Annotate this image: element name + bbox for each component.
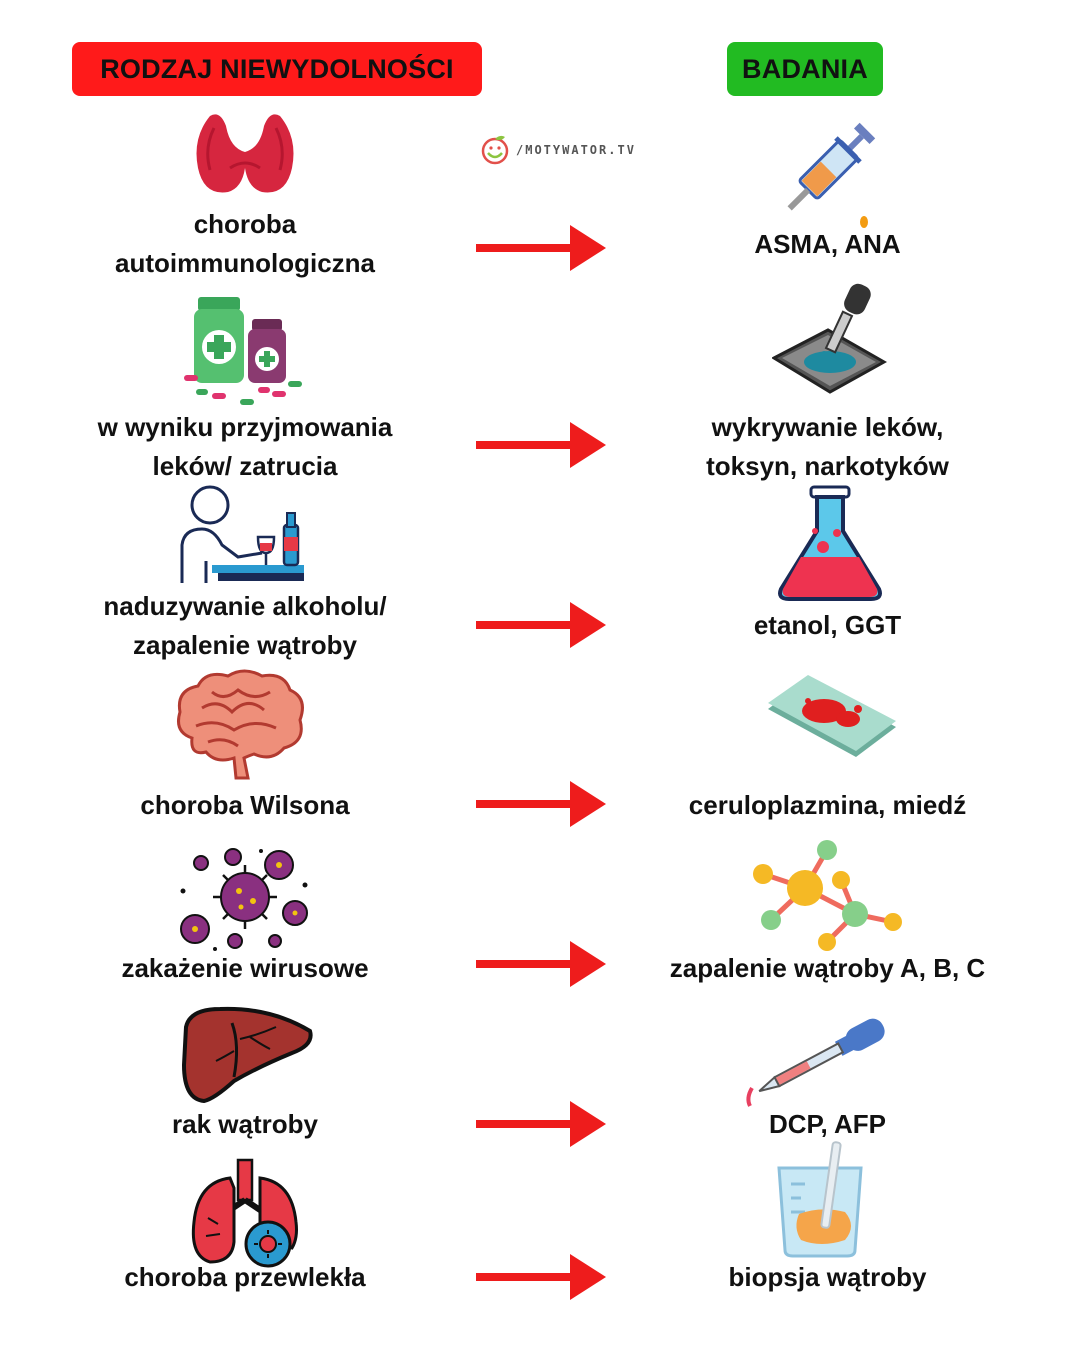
test-label-7: biopsja wątroby bbox=[728, 1262, 927, 1292]
thyroid-icon bbox=[196, 114, 294, 193]
test-label-5: zapalenie wątroby A, B, C bbox=[669, 953, 986, 983]
molecule-icon bbox=[753, 840, 902, 951]
test-label-4: ceruloplazmina, miedź bbox=[688, 790, 967, 820]
motywator-logo: /MOTYWATOR.TV bbox=[478, 133, 653, 167]
type-label-5: zakażenie wirusowe bbox=[121, 953, 369, 983]
dropper-slide-icon bbox=[772, 283, 887, 394]
liver-icon bbox=[181, 1006, 313, 1104]
virus-icon bbox=[180, 848, 308, 951]
arrow-6 bbox=[476, 1101, 606, 1147]
type-label-3: naduzywanie alkoholu/zapalenie wątroby bbox=[103, 591, 387, 660]
logo-text: /MOTYWATOR.TV bbox=[516, 143, 636, 157]
pipette-icon bbox=[746, 1018, 885, 1107]
test-label-1: ASMA, ANA bbox=[754, 229, 901, 259]
medicine-bottles-icon bbox=[184, 297, 302, 405]
blood-slide-icon bbox=[768, 675, 896, 757]
smiley-leaf-icon bbox=[481, 135, 509, 165]
arrow-2 bbox=[476, 422, 606, 468]
lungs-virus-icon bbox=[191, 1158, 298, 1268]
header-tests: BADANIA bbox=[727, 42, 883, 96]
type-label-6: rak wątroby bbox=[172, 1109, 318, 1139]
header-disease-type: RODZAJ NIEWYDOLNOŚCI bbox=[72, 42, 482, 96]
flask-icon bbox=[778, 485, 882, 601]
beaker-sample-icon bbox=[777, 1141, 863, 1258]
test-label-6: DCP, AFP bbox=[768, 1109, 887, 1139]
arrow-4 bbox=[476, 781, 606, 827]
type-label-4: choroba Wilsona bbox=[140, 790, 350, 820]
test-label-2: wykrywanie leków,toksyn, narkotyków bbox=[706, 412, 949, 481]
test-label-3: etanol, GGT bbox=[753, 610, 902, 640]
arrow-5 bbox=[476, 941, 606, 987]
arrow-7 bbox=[476, 1254, 606, 1300]
type-label-7: choroba przewlekła bbox=[124, 1262, 366, 1292]
brain-icon bbox=[177, 669, 304, 780]
arrow-3 bbox=[476, 602, 606, 648]
arrow-1 bbox=[476, 225, 606, 271]
drinking-person-icon bbox=[180, 485, 304, 583]
syringe-icon bbox=[787, 122, 876, 228]
